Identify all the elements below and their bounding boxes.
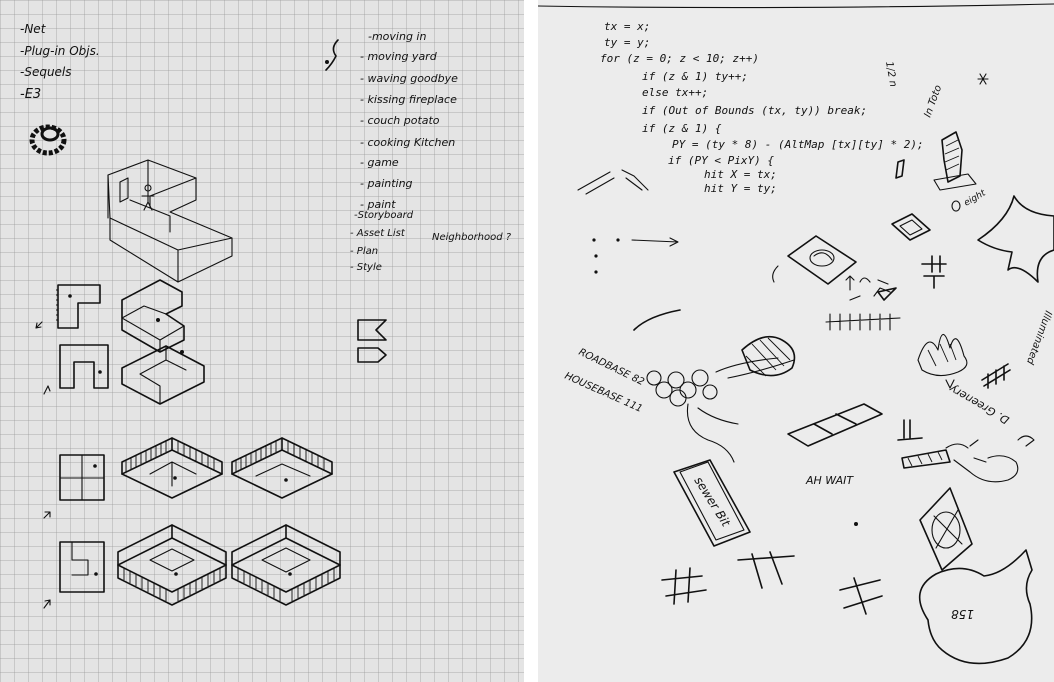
floorplan-notched-square	[44, 542, 104, 608]
bench-sketch	[898, 420, 1034, 482]
code-line: tx = x;	[604, 20, 650, 33]
isometric-room-sketch	[108, 160, 232, 282]
greenery-label: D. Greenery	[947, 382, 1012, 427]
rotated-note: 1/2 n	[883, 61, 898, 88]
stair-sketch	[982, 364, 1010, 388]
small-block-sketch	[878, 288, 896, 300]
code-line: if (PY < PixY) {	[668, 154, 774, 167]
note-plugin-objs: -Plug-in Objs.	[20, 44, 100, 58]
activities-list: -moving in - moving yard - waving goodby…	[360, 30, 458, 211]
planning-item: -Storyboard	[354, 210, 414, 221]
activity-item: - moving yard	[360, 50, 438, 63]
hash-mark-2	[738, 552, 794, 588]
activity-item: - game	[360, 156, 399, 169]
activity-item: - cooking Kitchen	[360, 136, 455, 149]
squiggle-mark	[326, 40, 338, 70]
fence-sketch	[826, 314, 900, 330]
isometric-room-hatched-3	[118, 525, 226, 605]
sewer-bit-sketch: sewer Bit	[674, 460, 750, 546]
rotated-intoto: In Toto	[922, 84, 944, 119]
isometric-room-hatched-1	[122, 438, 222, 498]
bag-shape-sketch: 158	[920, 550, 1032, 663]
neighborhood-note: Neighborhood ?	[432, 232, 512, 243]
arrow-flag-icon	[358, 348, 386, 362]
arrow-doodles	[846, 276, 890, 300]
star-mark	[978, 74, 988, 84]
right-sketch-drawing: tx = x; ty = y; for (z = 0; z < 10; z++)…	[538, 0, 1054, 682]
activity-item: - waving goodbye	[360, 72, 458, 85]
activity-item: - kissing fireplace	[360, 93, 457, 106]
code-line: hit X = tx;	[704, 168, 777, 181]
code-line: for (z = 0; z < 10; z++)	[600, 52, 759, 65]
activity-item: - couch potato	[360, 114, 440, 127]
diamond-emblem-sketch	[920, 488, 972, 570]
arrow-shape-sketch	[978, 196, 1054, 282]
planning-list: -Storyboard - Asset List - Plan - Style	[350, 210, 414, 273]
diamond-tile-sketch	[773, 236, 856, 284]
dash-marks	[578, 170, 648, 194]
floorplan-l-shape	[36, 285, 100, 328]
activity-item: -moving in	[368, 30, 426, 43]
code-line: if (z & 1) {	[642, 122, 722, 135]
isometric-l-block	[122, 280, 184, 352]
activity-item: - painting	[360, 177, 413, 190]
brush-stroke	[634, 310, 680, 330]
planning-item: - Style	[350, 262, 382, 273]
rotated-note-right: Illuminated	[1024, 309, 1054, 366]
plant-sketch	[918, 334, 967, 388]
squiggle-dot	[325, 60, 329, 64]
note-sequels: -Sequels	[20, 65, 72, 79]
note-e3: -E3	[20, 87, 41, 102]
code-line: ty = y;	[604, 36, 650, 49]
isometric-room-hatched-4	[232, 525, 340, 605]
floorplan-u-shape	[44, 345, 108, 394]
code-line: hit Y = ty;	[704, 182, 777, 195]
planning-item: - Asset List	[350, 228, 406, 239]
svg-text:eight: eight	[963, 188, 988, 208]
left-sketch-page: -Net -Plug-in Objs. -Sequels -E3 -moving…	[0, 0, 524, 682]
left-sketch-drawing: -Net -Plug-in Objs. -Sequels -E3 -moving…	[0, 0, 524, 682]
code-line: PY = (ty * 8) - (AltMap [tx][ty] * 2);	[672, 138, 924, 151]
isometric-u-block	[122, 346, 204, 404]
note-net: -Net	[20, 22, 47, 36]
code-block: tx = x; ty = y; for (z = 0; z < 10; z++)…	[600, 20, 924, 195]
floorplan-square-rooms	[44, 455, 104, 518]
hash-mark-3	[840, 578, 882, 614]
ink-dot	[854, 522, 858, 526]
ah-wait-note: AH WAIT	[805, 474, 854, 487]
planning-item: - Plan	[350, 246, 378, 257]
scribble-doodle	[32, 127, 64, 153]
isometric-room-hatched-2	[232, 438, 332, 498]
hash-mark-1	[662, 568, 706, 604]
stone-path-sketch	[788, 404, 882, 446]
bag-number: 158	[951, 607, 974, 621]
flag-icon	[358, 320, 386, 340]
right-sketch-page: tx = x; ty = y; for (z = 0; z < 10; z++)…	[538, 0, 1054, 682]
code-line: else tx++;	[642, 86, 708, 99]
code-line: if (Out of Bounds (tx, ty)) break;	[642, 104, 867, 117]
dotted-arrow	[592, 238, 678, 274]
chair-sketch	[922, 256, 946, 288]
code-line: if (z & 1) ty++;	[642, 70, 748, 83]
tree-cluster-sketch	[647, 337, 794, 462]
sewer-bit-label: sewer Bit	[691, 474, 733, 530]
tile-sketch-b	[892, 214, 930, 240]
